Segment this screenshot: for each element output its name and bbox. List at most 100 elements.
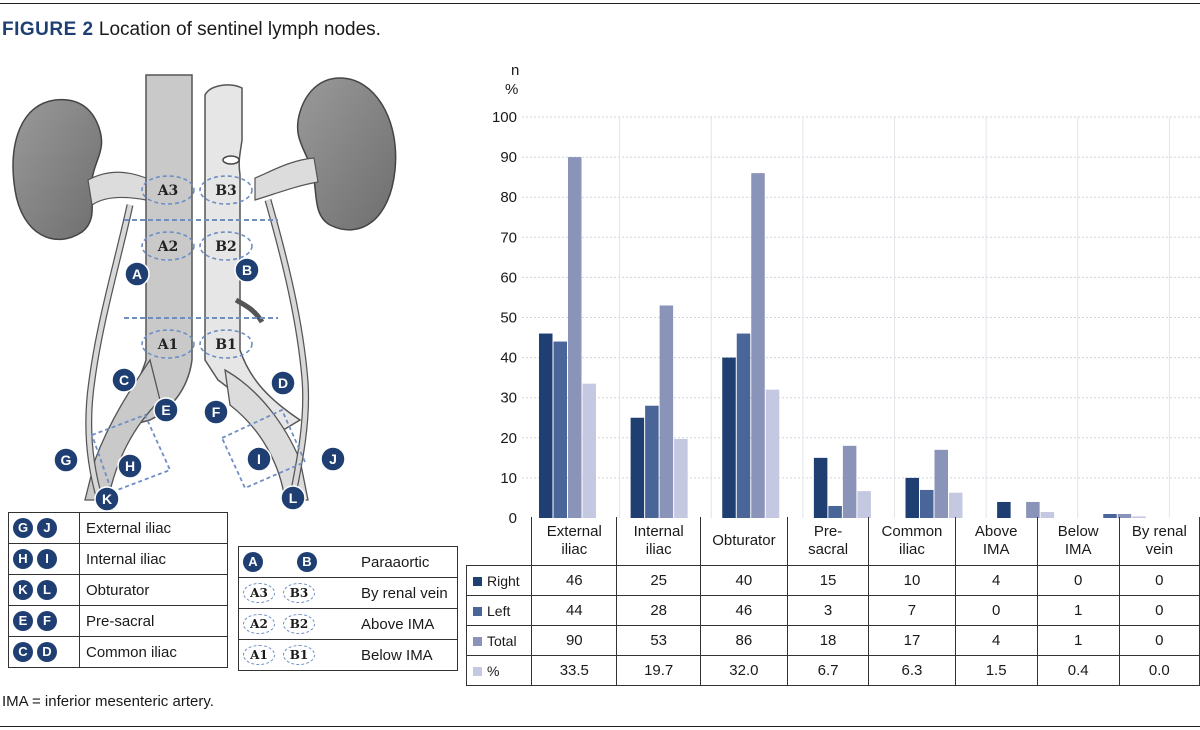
right-renal-vessel xyxy=(254,157,319,201)
marker-j-icon xyxy=(320,446,346,472)
top-rule xyxy=(0,3,1200,4)
legend-label: By renal vein xyxy=(355,577,458,609)
legend-label: Paraaortic xyxy=(355,546,458,578)
y-tick-label: 80 xyxy=(500,189,517,206)
legend-code-b2: B2 xyxy=(283,614,315,634)
table-cell: 0.0 xyxy=(1118,655,1200,686)
table-cell: 0 xyxy=(1118,595,1200,626)
figure-caption: Location of sentinel lymph nodes. xyxy=(98,19,381,40)
marker-k-icon xyxy=(94,486,120,512)
table-cell: 6.3 xyxy=(868,655,956,686)
table-cell: 28 xyxy=(616,595,702,626)
table-cell: 15 xyxy=(786,565,870,596)
table-cell: 44 xyxy=(531,595,618,626)
table-cell: 0 xyxy=(1118,565,1200,596)
zone-a2-ring xyxy=(141,231,195,261)
marker-j-label: J xyxy=(329,451,337,467)
table-cell: 0 xyxy=(954,595,1038,626)
zone-a3-ring xyxy=(141,175,195,205)
table-cell: 18 xyxy=(786,625,870,656)
zone-a1-label: A1 xyxy=(157,337,179,353)
marker-f-label: F xyxy=(212,404,221,420)
table-cell: 7 xyxy=(868,595,956,626)
table-corner xyxy=(466,517,533,566)
legend-code-a3: A3 xyxy=(243,583,275,603)
zone-b2-ring xyxy=(199,231,253,261)
series-name: Left xyxy=(487,602,511,619)
marker-g-label: G xyxy=(61,452,72,468)
series-name: Total xyxy=(487,632,517,649)
table-cell: 3 xyxy=(786,595,870,626)
bar-right xyxy=(813,457,828,518)
bar-total xyxy=(659,305,674,518)
y-tick-label: 20 xyxy=(500,430,517,447)
marker-l-label: L xyxy=(289,490,298,506)
bar-right xyxy=(997,501,1011,518)
bar-left xyxy=(828,505,842,518)
legend-label: Obturator xyxy=(79,574,228,606)
bar-total xyxy=(751,173,765,518)
zone-b1-label: B1 xyxy=(215,337,237,353)
bottom-rule xyxy=(0,726,1200,727)
marker-h-icon xyxy=(117,453,143,479)
marker-e-icon xyxy=(153,397,179,423)
legend-code-j: J xyxy=(37,518,57,538)
ima-branch xyxy=(234,297,265,324)
y-tick-label: 70 xyxy=(500,229,517,246)
legend-code-h: H xyxy=(13,549,33,569)
y-tick-label: 50 xyxy=(500,310,517,327)
legend-label: Internal iliac xyxy=(79,543,228,575)
legend-label: Common iliac xyxy=(79,636,228,668)
bar-total xyxy=(1026,501,1040,518)
legend-code-f: F xyxy=(37,611,57,631)
legend-code-a1: A1 xyxy=(243,645,275,665)
table-cell: 53 xyxy=(616,625,702,656)
zone-b1-ring xyxy=(199,329,253,359)
marker-i-label: I xyxy=(257,451,261,467)
legend-code-b3: B3 xyxy=(283,583,315,603)
bar-total xyxy=(568,157,582,518)
bar-right xyxy=(722,357,736,518)
marker-i-icon xyxy=(246,446,272,472)
zone-b3-ring xyxy=(199,175,253,205)
legend-code-a: A xyxy=(243,552,263,572)
y-tick-label: 90 xyxy=(500,149,517,166)
marker-k-label: K xyxy=(102,491,112,507)
figure-label: FIGURE 2 xyxy=(2,19,94,40)
renal-vein-opening xyxy=(222,155,240,165)
right-iliac-branch xyxy=(224,368,309,501)
table-cell: 33.5 xyxy=(531,655,618,686)
series-swatch-icon xyxy=(473,607,482,617)
zone-a3-label: A3 xyxy=(157,183,179,199)
table-cell: 0 xyxy=(1118,625,1200,656)
marker-d-icon xyxy=(270,370,296,396)
bar-right xyxy=(905,477,919,518)
bar-total xyxy=(934,449,948,518)
legend-codes: A3 B3 xyxy=(238,577,355,609)
marker-b-label: B xyxy=(242,262,252,278)
legend-label: Below IMA xyxy=(355,639,458,671)
bar-percent xyxy=(765,389,780,518)
table-cell: 6.7 xyxy=(786,655,870,686)
table-cell: 32.0 xyxy=(700,655,788,686)
bar-left xyxy=(920,489,934,518)
bar-percent xyxy=(949,492,963,518)
legend-code-d: D xyxy=(37,642,57,662)
y-tick-label: 10 xyxy=(500,470,517,487)
